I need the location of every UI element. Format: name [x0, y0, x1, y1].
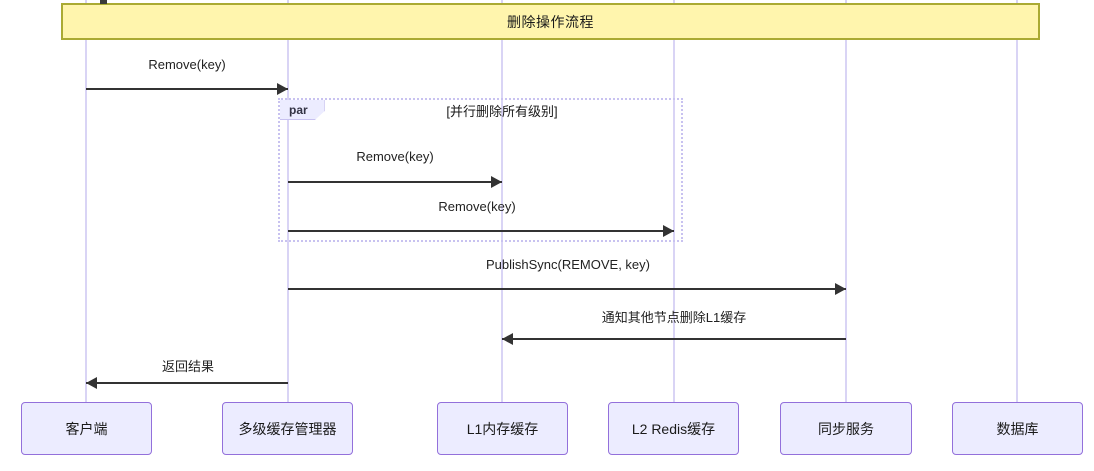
participant-l1[interactable]: L1内存缓存	[437, 402, 568, 455]
participant-label-manager: 多级缓存管理器	[238, 420, 337, 437]
lifeline-client	[85, 0, 87, 402]
message-arrowhead-m4	[835, 283, 846, 295]
participant-client[interactable]: 客户端	[21, 402, 152, 455]
message-line-m1	[86, 88, 288, 90]
fragment-condition-label: [并行删除所有级别]	[446, 104, 558, 119]
participant-manager[interactable]: 多级缓存管理器	[222, 402, 353, 455]
participant-db[interactable]: 数据库	[952, 402, 1083, 455]
message-label-m1: Remove(key)	[148, 57, 226, 72]
diagram-title-banner: 删除操作流程	[61, 3, 1040, 40]
lifeline-l2	[673, 0, 675, 402]
message-label-m3: Remove(key)	[438, 199, 516, 214]
page-title: 删除操作流程	[507, 13, 594, 30]
message-arrowhead-m3	[663, 225, 674, 237]
lifeline-l1	[501, 0, 503, 402]
message-label-m4: PublishSync(REMOVE, key)	[486, 257, 650, 272]
fragment-par: par	[278, 98, 683, 242]
message-line-m6	[86, 382, 288, 384]
lifeline-manager	[287, 0, 289, 402]
message-arrowhead-m6	[86, 377, 97, 389]
participant-l2[interactable]: L2 Redis缓存	[608, 402, 739, 455]
message-line-m5	[502, 338, 846, 340]
participant-label-db: 数据库	[996, 420, 1039, 437]
message-arrowhead-m1	[277, 83, 288, 95]
participant-label-l1: L1内存缓存	[466, 420, 539, 437]
participant-sync[interactable]: 同步服务	[780, 402, 912, 455]
clipped-text-artifact	[100, 0, 107, 4]
message-arrowhead-m2	[491, 176, 502, 188]
message-arrowhead-m5	[502, 333, 513, 345]
message-line-m2	[288, 181, 502, 183]
participant-label-client: 客户端	[65, 420, 108, 437]
message-label-m2: Remove(key)	[356, 149, 434, 164]
lifeline-db	[1016, 0, 1018, 402]
participant-label-l2: L2 Redis缓存	[631, 420, 716, 437]
message-line-m4	[288, 288, 846, 290]
message-label-m5: 通知其他节点删除L1缓存	[601, 310, 747, 325]
fragment-kind-label: par	[280, 100, 325, 120]
message-line-m3	[288, 230, 674, 232]
message-label-m6: 返回结果	[161, 359, 215, 374]
lifeline-sync	[845, 0, 847, 402]
participant-label-sync: 同步服务	[818, 420, 874, 437]
